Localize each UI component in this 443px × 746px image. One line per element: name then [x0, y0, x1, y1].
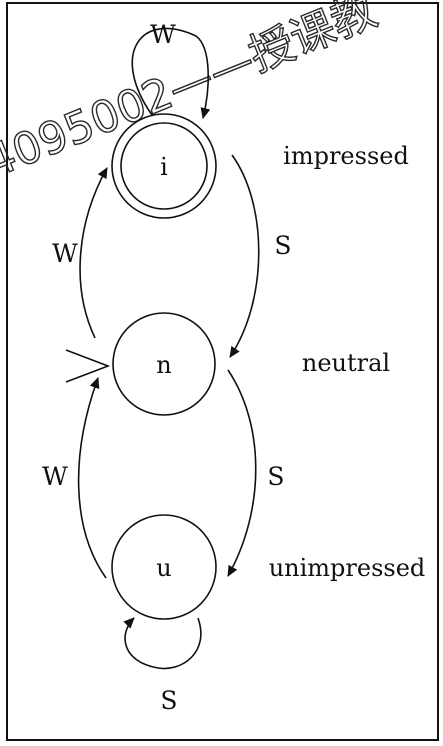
state-name-impressed: impressed [283, 142, 409, 170]
edge-label-n-to-u: S [267, 462, 284, 491]
edge-u-to-u [123, 617, 202, 670]
edge-i-to-i [131, 27, 211, 119]
state-n-letter: n [156, 351, 171, 379]
edge-n-to-i [79, 167, 108, 339]
state-u-letter: u [156, 554, 171, 582]
state-n: n [112, 312, 216, 416]
edge-label-i-to-n: S [274, 231, 291, 260]
state-i-letter: i [160, 153, 168, 181]
edge-label-n-to-i: W [52, 239, 78, 268]
state-name-unimpressed: unimpressed [269, 554, 426, 582]
edge-label-u-to-u: S [160, 686, 177, 715]
state-i: i [111, 113, 217, 219]
state-i-inner-circle [120, 122, 208, 210]
edge-label-u-to-n: W [42, 462, 68, 491]
state-n-circle [112, 312, 216, 416]
diagram-frame [6, 2, 439, 741]
edge-i-to-n [229, 154, 260, 358]
state-name-neutral: neutral [302, 349, 390, 377]
edge-label-i-to-i: W [150, 20, 176, 49]
state-u-circle [111, 514, 217, 620]
edge-u-to-n [77, 377, 107, 579]
state-u: u [111, 514, 217, 620]
state-i-outer-circle [111, 113, 217, 219]
edge-n-to-u [227, 369, 257, 577]
initial-state-arrow [65, 349, 111, 383]
